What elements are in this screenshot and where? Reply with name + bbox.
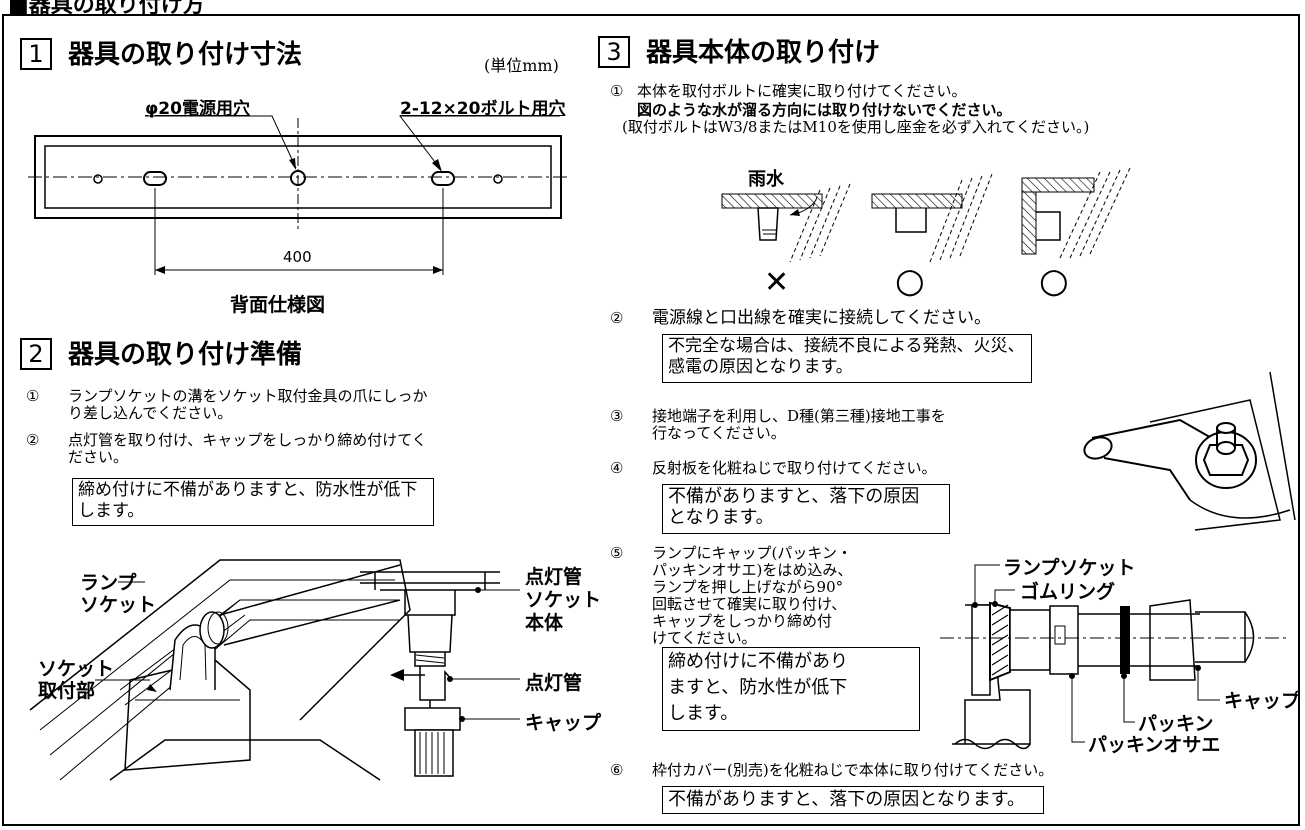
- rear-spec-drawing: [28, 115, 570, 275]
- section3-step4-text: 反射板を化粧ねじで取り付けてください。: [652, 459, 937, 477]
- section3-step5-warning: 締め付けに不備があり ますと、防水性が低下 します。: [662, 647, 920, 731]
- section3-step1-line2: 図のような水が溜る方向には取り付けないでください。: [637, 101, 1012, 119]
- ok-mark-1: ○: [895, 261, 925, 301]
- section3-step2-warning: 不完全な場合は、接続不良による発熱、火災、 感電の原因となります。: [662, 334, 1032, 383]
- section2-step1-number: ①: [26, 387, 40, 405]
- page-frame: [2, 14, 1300, 826]
- section3-step6-text: 枠付カバー(別売)を化粧ねじで本体に取り付けてください。: [652, 761, 1054, 779]
- section3-title: 器具本体の取り付け: [646, 38, 881, 68]
- section3-step3-text: 接地端子を利用し、D種(第三種)接地工事を 行なってください。: [652, 407, 946, 442]
- section3-number: 3: [598, 36, 630, 68]
- section3-step2-number: ②: [610, 309, 624, 327]
- section3-step6-warning: 不備がありますと、落下の原因となります。: [662, 786, 1044, 814]
- starter-socket-body-label: 点灯管 ソケット 本体: [525, 566, 602, 634]
- assembly-lamp-socket-label: ランプソケット: [1003, 557, 1136, 579]
- header-cut-title-strip: ■器具の取り付け方: [0, 0, 1305, 14]
- section2-title: 器具の取り付け準備: [68, 340, 303, 370]
- rain-water-label: 雨水: [748, 169, 784, 190]
- packing-holder-label: パッキンオサエ: [1088, 734, 1221, 756]
- section2-number: 2: [20, 338, 52, 370]
- section2-step1-text: ランプソケットの溝をソケット取付金具の爪にしっか り差し込んでください。: [68, 387, 428, 422]
- power-hole-label: φ20電源用穴: [145, 99, 250, 119]
- assembly-cap-label: キャップ: [1224, 690, 1301, 712]
- section2-warning-box: 締め付けに不備がありますと、防水性が低下 します。: [72, 478, 434, 526]
- section3-step3-number: ③: [610, 407, 624, 425]
- section3-step1-line3: (取付ボルトはW3/8またはM10を使用し座金を必ず入れてください。): [622, 118, 1090, 136]
- section3-step1-line1: 本体を取付ボルトに確実に取り付けてください。: [637, 82, 967, 100]
- section3-step4-warning: 不備がありますと、落下の原因 となります。: [662, 484, 950, 534]
- section1-title: 器具の取り付け寸法: [68, 40, 303, 70]
- section3-step6-number: ⑥: [610, 761, 624, 779]
- lamp-socket-label: ランプ ソケット: [80, 572, 157, 616]
- mounting-direction-illustration: [721, 167, 1131, 263]
- rubber-ring-label: ゴムリング: [1020, 581, 1116, 603]
- dimension-400: 400: [283, 248, 312, 266]
- section1-unit: (単位mm): [484, 56, 559, 75]
- section3-step2-text: 電源線と口出線を確実に接続してください。: [652, 308, 991, 328]
- section3-step5-text: ランプにキャップ(パッキン・ パッキンオサエ)をはめ込み、 ランプを押し上げなが…: [652, 544, 853, 647]
- section2-step2-text: 点灯管を取り付け、キャップをしっかり締め付けてく ださい。: [68, 431, 427, 466]
- section2-step2-number: ②: [26, 431, 40, 449]
- bolt-hole-label: 2-12×20ボルト用穴: [400, 99, 566, 119]
- section1-number: 1: [20, 38, 52, 70]
- ng-mark: ✕: [764, 265, 790, 300]
- section3-step5-number: ⑤: [610, 544, 624, 562]
- rear-spec-caption: 背面仕様図: [230, 294, 326, 316]
- section3-step1-number: ①: [610, 82, 624, 100]
- socket-mount-label: ソケット 取付部: [38, 658, 115, 702]
- lamp-socket-illustration: [29, 559, 520, 781]
- cap-label: キャップ: [525, 712, 602, 734]
- ok-mark-2: ○: [1039, 261, 1069, 301]
- starter-label: 点灯管: [525, 672, 583, 694]
- packing-label: パッキン: [1138, 713, 1214, 735]
- section3-step4-number: ④: [610, 459, 624, 477]
- header-cut-title: ■器具の取り付け方: [8, 0, 205, 14]
